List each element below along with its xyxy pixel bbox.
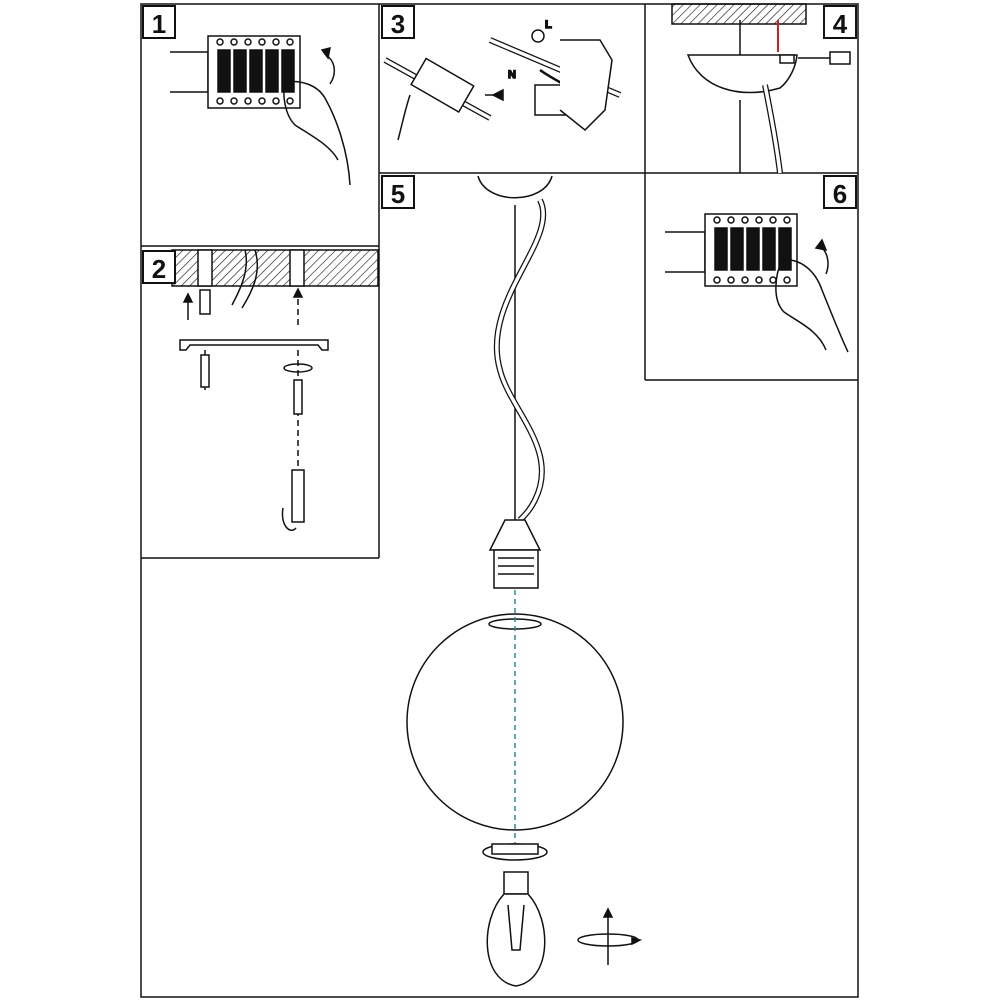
power-cable bbox=[493, 198, 547, 523]
panel-4-canopy-fix bbox=[671, 3, 851, 174]
old-terminal-block bbox=[410, 57, 475, 114]
breaker-screws-bottom bbox=[216, 97, 294, 105]
lamp-holder-cap bbox=[488, 519, 542, 551]
mounting-bracket bbox=[179, 339, 329, 351]
screwdriver-icon bbox=[291, 469, 305, 523]
screw-icon bbox=[779, 54, 795, 64]
panel-2-mount-bracket bbox=[171, 249, 379, 531]
wire-label-neutral: N bbox=[508, 69, 516, 81]
breaker-switches bbox=[714, 227, 792, 271]
screw-icon bbox=[200, 354, 210, 388]
supply-cable bbox=[231, 249, 259, 309]
wall-plug-icon bbox=[199, 289, 211, 315]
breaker-screws-top bbox=[713, 216, 791, 224]
step-5-label: 5 bbox=[381, 175, 415, 209]
bulb-cap bbox=[503, 871, 529, 895]
step-2-label: 2 bbox=[142, 250, 176, 284]
rotate-arrow-icon bbox=[325, 54, 336, 85]
lamp-holder bbox=[493, 549, 539, 589]
hand-icon bbox=[283, 80, 351, 186]
panel-6-breaker-on bbox=[665, 213, 849, 353]
light-bulb bbox=[486, 893, 546, 987]
breaker-switches bbox=[217, 49, 295, 93]
outer-frame bbox=[140, 3, 859, 998]
step-4-label: 4 bbox=[823, 5, 857, 39]
rotate-arrow-icon bbox=[283, 363, 313, 373]
earth-icon bbox=[531, 29, 545, 43]
panel-5-assembly bbox=[406, 175, 643, 987]
step-6-label: 6 bbox=[823, 175, 857, 209]
glass-globe bbox=[406, 613, 624, 831]
canopy bbox=[686, 54, 798, 94]
panel-1-breaker-off bbox=[170, 35, 351, 186]
canopy bbox=[477, 175, 553, 199]
panel-3-wiring: L N bbox=[383, 18, 622, 141]
hand-icon bbox=[775, 259, 849, 353]
wire-label-live: L bbox=[545, 19, 552, 31]
step-3-label: 3 bbox=[381, 5, 415, 39]
breaker-screws-bottom bbox=[713, 276, 791, 284]
step-1-label: 1 bbox=[142, 5, 176, 39]
breaker-screws-top bbox=[216, 38, 294, 46]
